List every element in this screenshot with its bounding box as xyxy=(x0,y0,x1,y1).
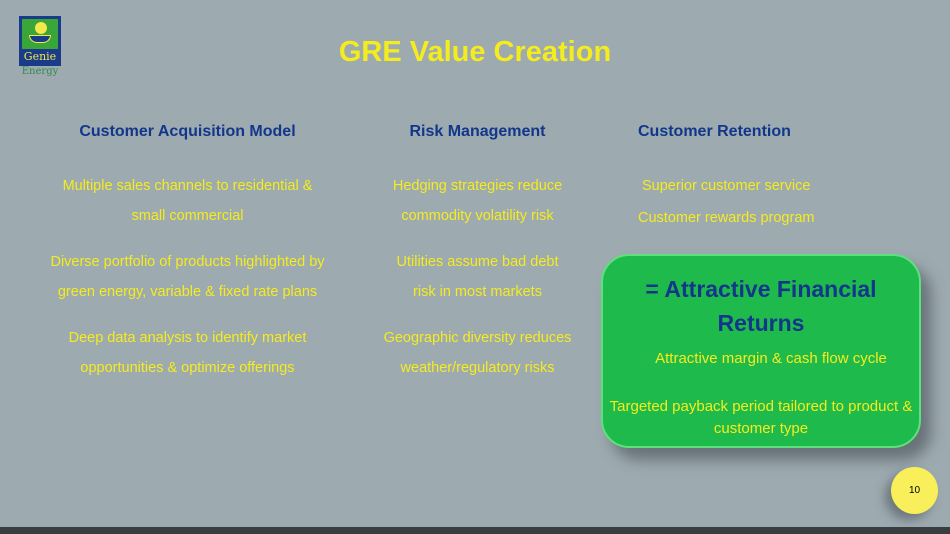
genie-energy-logo: Genie Energy xyxy=(19,16,61,82)
page-title: GRE Value Creation xyxy=(338,36,612,68)
bottom-bar xyxy=(0,527,950,534)
list-item: Superior customer service xyxy=(642,178,811,194)
column-heading: Customer Retention xyxy=(638,123,791,140)
list-item: Customer rewards program xyxy=(638,210,815,226)
sun-icon xyxy=(35,22,47,34)
column-heading: Customer Acquisition Model xyxy=(79,123,296,140)
list-item: Targeted payback period tailored to prod… xyxy=(609,398,913,437)
page-number-badge: 10 xyxy=(891,467,938,514)
column-heading: Risk Management xyxy=(409,123,546,140)
logo-name: Genie xyxy=(23,50,57,63)
list-item: Hedging strategies reduce commodity vola… xyxy=(392,178,563,224)
list-item: Attractive margin & cash flow cycle xyxy=(655,350,887,367)
logo-sub: Energy xyxy=(21,66,59,77)
list-item: Multiple sales channels to residential &… xyxy=(62,178,313,224)
list-item: Utilities assume bad debt risk in most m… xyxy=(396,254,559,300)
list-item: Geographic diversity reduces weather/reg… xyxy=(383,330,572,376)
financial-returns-box: = Attractive Financial Returns Attractiv… xyxy=(601,254,921,448)
column-retention: Customer Retention Superior customer ser… xyxy=(620,123,830,249)
result-heading: = Attractive Financial Returns xyxy=(645,276,877,336)
column-acquisition: Customer Acquisition Model Multiple sale… xyxy=(50,123,325,399)
column-risk: Risk Management Hedging strategies reduc… xyxy=(365,123,590,399)
list-item: Deep data analysis to identify market op… xyxy=(68,330,307,376)
list-item: Diverse portfolio of products highlighte… xyxy=(50,254,325,300)
